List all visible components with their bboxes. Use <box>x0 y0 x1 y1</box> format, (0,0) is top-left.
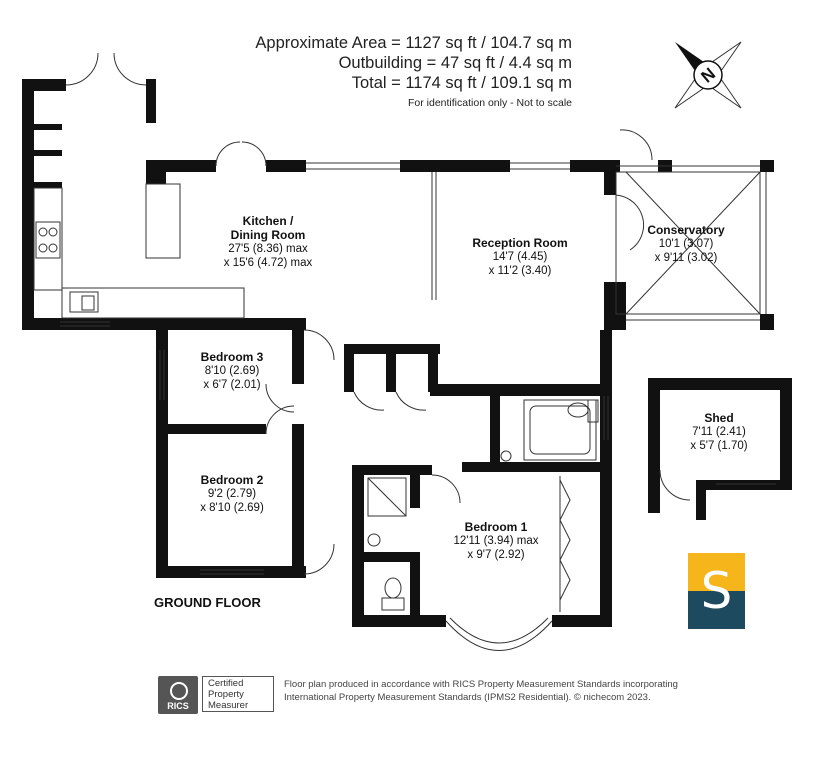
footer-line: International Property Measurement Stand… <box>284 692 651 703</box>
room-conservatory: Conservatory 10'1 (3.07) x 9'11 (3.02) <box>647 223 724 265</box>
room-name: Bedroom 3 <box>200 350 264 364</box>
rics-line: Certified <box>208 678 244 689</box>
logo-letter: S <box>700 562 733 620</box>
room-bedroom-3: Bedroom 3 8'10 (2.69) x 6'7 (2.01) <box>201 350 264 392</box>
compass-icon: N <box>674 41 742 109</box>
room-dimension: x 5'7 (1.70) <box>690 440 748 452</box>
room-name: Kitchen / <box>242 214 294 228</box>
room-dimension: 12'11 (3.94) max <box>453 535 539 547</box>
footer-note: Floor plan produced in accordance with R… <box>284 678 678 704</box>
room-shed: Shed 7'11 (2.41) x 5'7 (1.70) <box>690 411 747 453</box>
room-dimension: x 9'7 (2.92) <box>467 549 525 561</box>
room-dimension: 7'11 (2.41) <box>692 426 746 438</box>
room-bedroom-1: Bedroom 1 12'11 (3.94) max x 9'7 (2.92) <box>453 520 538 562</box>
room-dimension: 8'10 (2.69) <box>204 365 260 377</box>
rics-logo-icon: RICS <box>158 676 198 714</box>
rics-certified-label: Certified Property Measurer <box>202 676 274 712</box>
room-name: Bedroom 1 <box>464 520 528 534</box>
identification-note: For identification only - Not to scale <box>408 97 572 109</box>
total-area: Total = 1174 sq ft / 109.1 sq m <box>351 74 572 92</box>
room-name: Bedroom 2 <box>200 473 264 487</box>
logo-top-band <box>688 553 745 591</box>
rics-badge: RICS Certified Property Measurer <box>158 676 278 716</box>
room-dimension: 14'7 (4.45) <box>492 251 548 263</box>
room-bedroom-2: Bedroom 2 9'2 (2.79) x 8'10 (2.69) <box>200 473 264 515</box>
room-reception: Reception Room 14'7 (4.45) x 11'2 (3.40) <box>472 236 567 278</box>
floor-label: GROUND FLOOR <box>154 595 261 610</box>
room-name: Dining Room <box>230 228 306 242</box>
room-dimension: x 8'10 (2.69) <box>200 502 264 514</box>
fixtures <box>33 52 776 651</box>
room-dimension: 9'2 (2.79) <box>207 488 257 500</box>
outbuilding-area: Outbuilding = 47 sq ft / 4.4 sq m <box>338 54 572 72</box>
area-summary: Approximate Area = 1127 sq ft / 104.7 sq… <box>255 33 572 111</box>
room-dimension: x 11'2 (3.40) <box>488 265 552 277</box>
room-dimension: x 15'6 (4.72) max <box>223 257 313 269</box>
room-dimension: x 9'11 (3.02) <box>654 252 718 264</box>
rics-logo-text: RICS <box>167 701 189 711</box>
room-dimension: x 6'7 (2.01) <box>203 379 261 391</box>
room-name: Reception Room <box>472 236 568 250</box>
room-name: Shed <box>704 411 734 425</box>
approximate-area: Approximate Area = 1127 sq ft / 104.7 sq… <box>255 34 572 52</box>
rics-line: Measurer <box>208 700 249 711</box>
agency-logo: S <box>688 553 745 629</box>
room-dimension: 27'5 (8.36) max <box>228 243 308 255</box>
logo-bottom-band <box>688 591 745 629</box>
walls <box>22 79 792 627</box>
room-kitchen: Kitchen / Dining Room 27'5 (8.36) max x … <box>224 214 313 270</box>
rics-line: Property <box>208 689 244 700</box>
room-name: Conservatory <box>647 223 725 237</box>
room-dimension: 10'1 (3.07) <box>658 238 714 250</box>
footer-line: Floor plan produced in accordance with R… <box>284 679 678 690</box>
